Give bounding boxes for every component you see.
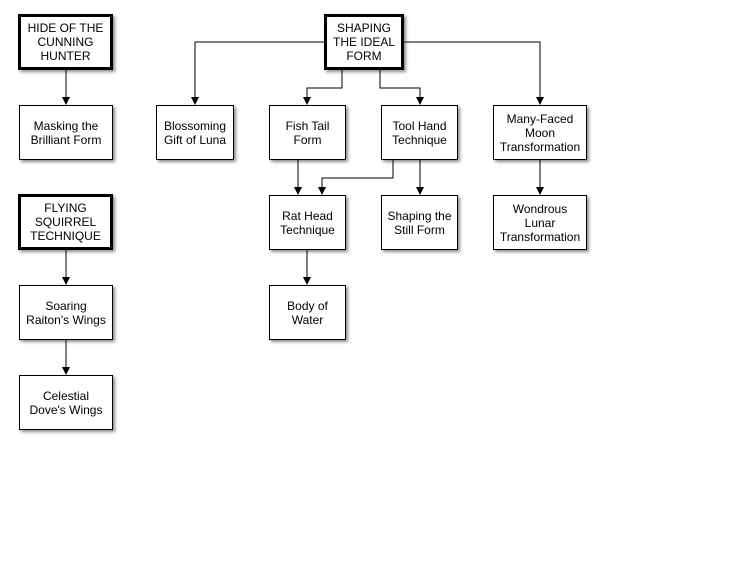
node-label: Masking the Brilliant Form: [30, 118, 102, 147]
node-label: FLYING SQUIRREL TECHNIQUE: [30, 201, 101, 243]
arrow-shaping-to-toolhand: [379, 70, 424, 105]
node-shaping-the-still-form[interactable]: Shaping the Still Form: [381, 195, 458, 250]
node-rat-head-technique[interactable]: Rat Head Technique: [269, 195, 346, 250]
node-label: SHAPING THE IDEAL FORM: [332, 21, 395, 63]
node-wondrous-lunar-transformation[interactable]: Wondrous Lunar Transformation: [493, 195, 587, 250]
node-label: Soaring Raiton's Wings: [26, 298, 106, 327]
node-label: Fish Tail Form: [285, 118, 330, 147]
node-celestial-doves-wings[interactable]: Celestial Dove's Wings: [19, 375, 113, 430]
node-label: HIDE OF THE CUNNING HUNTER: [27, 21, 104, 63]
node-label: Shaping the Still Form: [387, 208, 452, 237]
node-many-faced-moon-transformation[interactable]: Many-Faced Moon Transformation: [493, 105, 587, 160]
arrow-toolhand-to-rathead: [318, 160, 394, 195]
node-shaping-the-ideal-form[interactable]: SHAPING THE IDEAL FORM: [324, 14, 404, 70]
node-label: Body of Water: [287, 298, 328, 327]
arrow-shaping-to-blossoming: [191, 41, 326, 105]
arrow-shaping-to-manyfaced: [403, 41, 544, 105]
node-soaring-raitons-wings[interactable]: Soaring Raiton's Wings: [19, 285, 113, 340]
node-flying-squirrel-technique[interactable]: FLYING SQUIRREL TECHNIQUE: [18, 194, 113, 250]
node-fish-tail-form[interactable]: Fish Tail Form: [269, 105, 346, 160]
node-blossoming-gift-of-luna[interactable]: Blossoming Gift of Luna: [156, 105, 234, 160]
node-label: Rat Head Technique: [280, 208, 335, 237]
node-body-of-water[interactable]: Body of Water: [269, 285, 346, 340]
node-label: Blossoming Gift of Luna: [163, 118, 227, 147]
node-masking-the-brilliant-form[interactable]: Masking the Brilliant Form: [19, 105, 113, 160]
node-label: Tool Hand Technique: [392, 118, 447, 147]
arrow-shaping-to-fishtail: [303, 70, 343, 105]
node-tool-hand-technique[interactable]: Tool Hand Technique: [381, 105, 458, 160]
node-label: Many-Faced Moon Transformation: [499, 111, 581, 154]
node-label: Celestial Dove's Wings: [29, 388, 103, 417]
node-hide-of-the-cunning-hunter[interactable]: HIDE OF THE CUNNING HUNTER: [18, 14, 113, 70]
node-label: Wondrous Lunar Transformation: [499, 201, 581, 244]
